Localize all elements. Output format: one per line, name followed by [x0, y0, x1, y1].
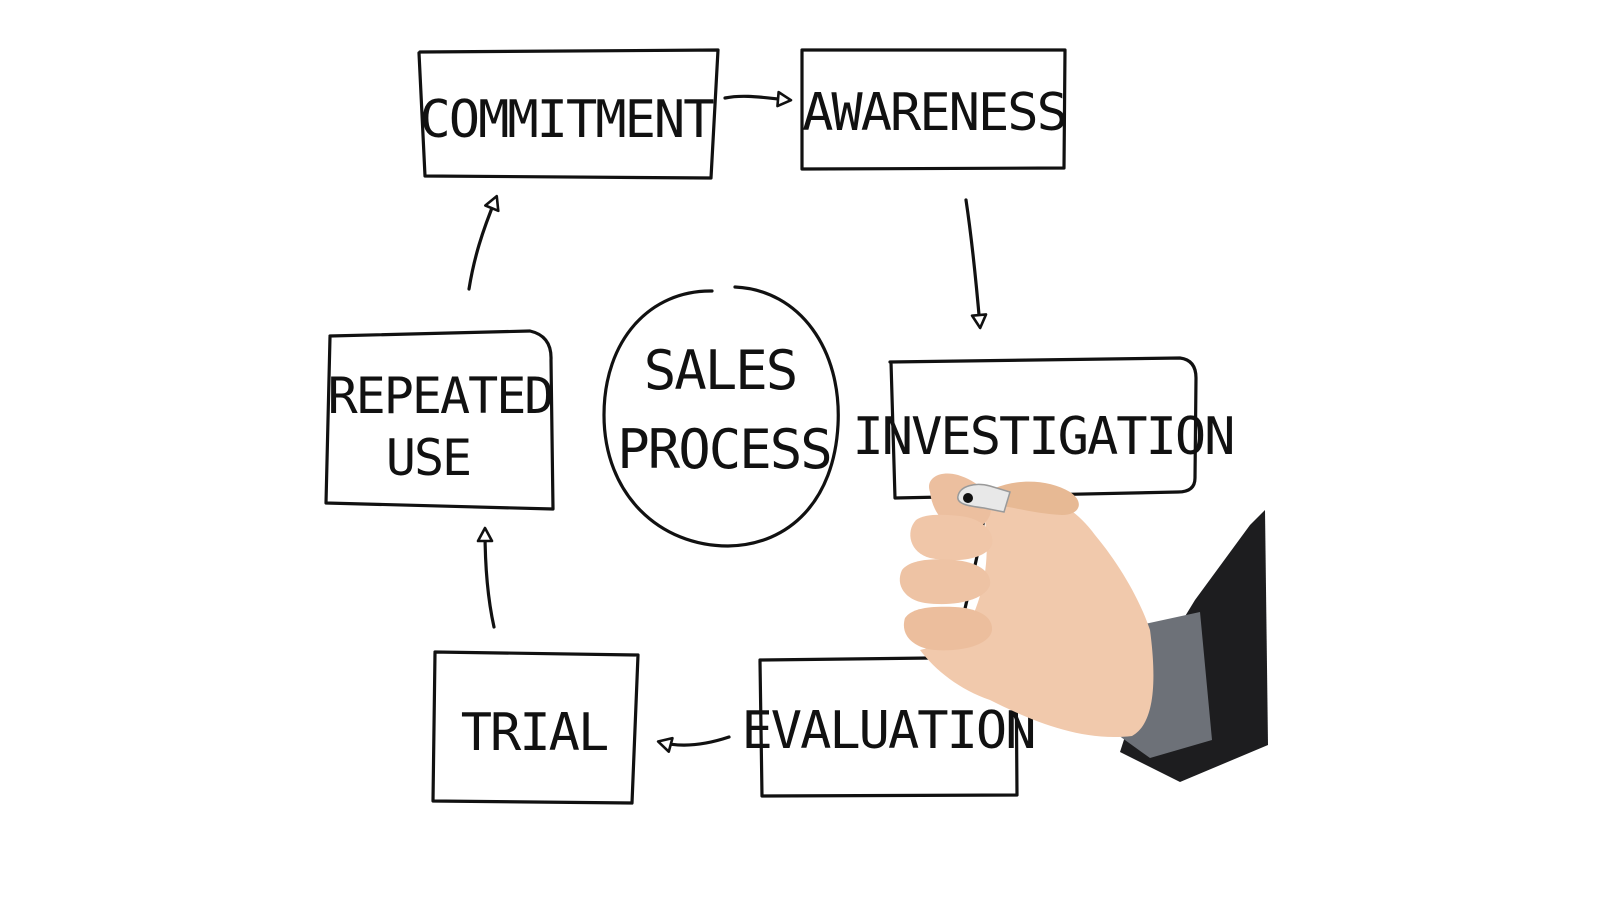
arrow-trial-to-repeated-use	[476, 526, 496, 629]
arrow-repeated-use-to-commitment	[467, 194, 500, 291]
step-box-trial	[431, 650, 640, 805]
arrow-awareness-to-investigation	[964, 198, 988, 330]
finger-ring	[899, 559, 991, 605]
finger-middle	[910, 514, 993, 561]
step-repeated-use: REPEATED USE	[324, 329, 555, 511]
marker-pen	[957, 483, 1011, 513]
step-label-repeated-use-line1: REPEATED	[328, 367, 553, 425]
step-label-trial: TRIAL	[461, 703, 608, 763]
step-evaluation: EVALUATION	[741, 655, 1037, 798]
thumb	[995, 481, 1079, 515]
step-commitment: COMMITMENT	[417, 48, 720, 180]
step-box-awareness	[800, 48, 1067, 171]
center-circle	[602, 285, 840, 548]
hand-with-marker-illustration	[899, 473, 1268, 782]
center-label-line1: SALES	[644, 339, 797, 402]
center-node: SALES PROCESS	[602, 285, 840, 548]
marker-tip	[963, 493, 973, 503]
step-box-repeated-use	[324, 329, 555, 511]
step-box-commitment	[417, 48, 720, 180]
step-investigation: INVESTIGATION	[853, 356, 1236, 500]
hand-back	[920, 491, 1154, 738]
step-label-evaluation: EVALUATION	[741, 701, 1034, 761]
step-trial: TRIAL	[431, 650, 640, 805]
step-label-repeated-use-line2: USE	[386, 429, 470, 487]
arrow-evaluation-to-trial	[656, 735, 731, 753]
arrow-commitment-to-awareness	[723, 90, 793, 108]
step-label-investigation: INVESTIGATION	[853, 407, 1234, 467]
step-label-awareness: AWARENESS	[802, 83, 1066, 143]
step-box-investigation	[888, 356, 1198, 500]
step-label-commitment: COMMITMENT	[419, 90, 714, 150]
center-label-line2: PROCESS	[617, 418, 831, 481]
finger-little	[903, 606, 993, 651]
step-awareness: AWARENESS	[800, 48, 1068, 171]
